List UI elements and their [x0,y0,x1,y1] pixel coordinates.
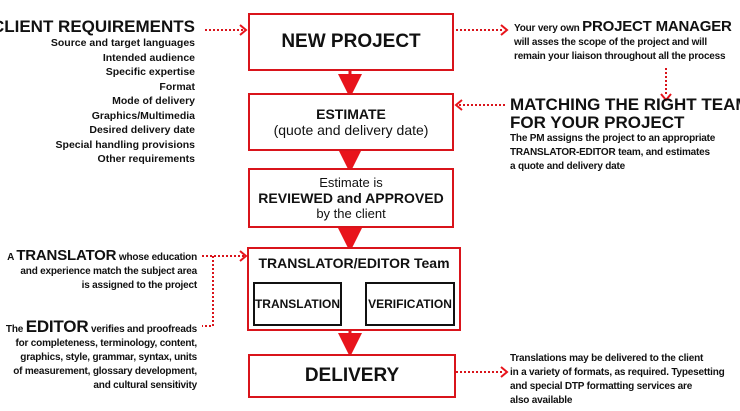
editor-line4: of measurement, glossary development, [13,366,197,377]
project-manager-note: Your very own PROJECT MANAGER will asses… [514,19,732,64]
new-project-label: NEW PROJECT [281,31,421,52]
translation-label: TRANSLATION [254,297,341,311]
chevron-icon [500,366,509,378]
translation-box: TRANSLATION [253,282,342,326]
translator-note: A TRANSLATOR whose education and experie… [7,248,197,293]
reviewed-box: Estimate is REVIEWED and APPROVED by the… [248,168,454,228]
delivery-note-line2: in a variety of formats, as required. Ty… [510,367,725,378]
matching-title2: FOR YOUR PROJECT [510,113,685,132]
pm-line2: will asses the scope of the project and … [514,37,707,48]
translator-prefix: A [7,252,14,263]
delivery-note-line1: Translations may be delivered to the cli… [510,353,704,364]
estimate-subtitle: (quote and delivery date) [273,122,429,138]
translator-line3: is assigned to the project [81,280,198,291]
chevron-icon [660,93,672,102]
editor-line5: and cultural sensitivity [93,380,197,391]
delivery-label: DELIVERY [304,365,400,386]
delivery-box: DELIVERY [248,354,456,398]
team-title: TRANSLATOR/EDITOR Team [258,255,450,271]
translator-line2: and experience match the subject area [20,266,197,277]
verification-box: VERIFICATION [365,282,455,326]
editor-note: The EDITOR verifies and proofreads for c… [6,318,197,393]
estimate-title: ESTIMATE [316,106,386,122]
delivery-note-line3: and special DTP formatting services are [510,381,693,392]
client-requirements: CLIENT REQUIREMENTS Source and target la… [0,18,195,167]
pm-line3: remain your liaison throughout all the p… [514,51,726,62]
matching-title1: MATCHING THE RIGHT TEAM [510,95,740,114]
matching-line2: TRANSLATOR-EDITOR team, and estimates [510,147,710,158]
chevron-icon [239,250,248,262]
requirement-item: Specific expertise [105,66,195,78]
new-project-box: NEW PROJECT [248,13,454,71]
requirement-item: Desired delivery date [89,124,195,136]
editor-prefix: The [5,324,24,335]
pm-prefix: Your very own [514,23,580,34]
translator-line1: whose education [118,252,197,263]
requirement-item: Graphics/Multimedia [91,109,195,122]
chevron-icon [500,24,509,36]
chevron-icon [239,24,248,36]
reviewed-line3: by the client [316,206,386,221]
requirement-item: Intended audience [102,51,195,64]
matching-line3: a quote and delivery date [510,161,626,172]
chevron-icon [454,99,463,111]
requirement-item: Format [159,80,195,93]
editor-line2: for completeness, terminology, content, [15,338,198,349]
matching-note: MATCHING THE RIGHT TEAM FOR YOUR PROJECT… [510,96,740,174]
editor-title: EDITOR [25,317,89,336]
estimate-box: ESTIMATE (quote and delivery date) [248,93,454,151]
matching-line1: The PM assigns the project to an appropr… [510,133,716,144]
dotted-editor-to-team [202,256,214,327]
requirement-item: Mode of delivery [112,95,195,107]
verification-label: VERIFICATION [368,297,452,311]
requirement-item: Source and target languages [50,37,195,49]
dotted-connectors [202,29,667,373]
delivery-note: Translations may be delivered to the cli… [510,352,725,408]
editor-line3: graphics, style, grammar, syntax, units [20,352,197,363]
reviewed-line1: Estimate is [319,175,383,190]
client-requirements-title: CLIENT REQUIREMENTS [0,17,195,36]
delivery-note-line4: also available [510,395,573,406]
pm-title: PROJECT MANAGER [582,18,732,35]
editor-line1: verifies and proofreads [91,324,197,335]
translator-title: TRANSLATOR [16,247,117,264]
requirement-item: Special handling provisions [55,138,195,151]
requirement-item: Other requirements [97,153,195,165]
reviewed-line2: REVIEWED and APPROVED [258,190,444,206]
